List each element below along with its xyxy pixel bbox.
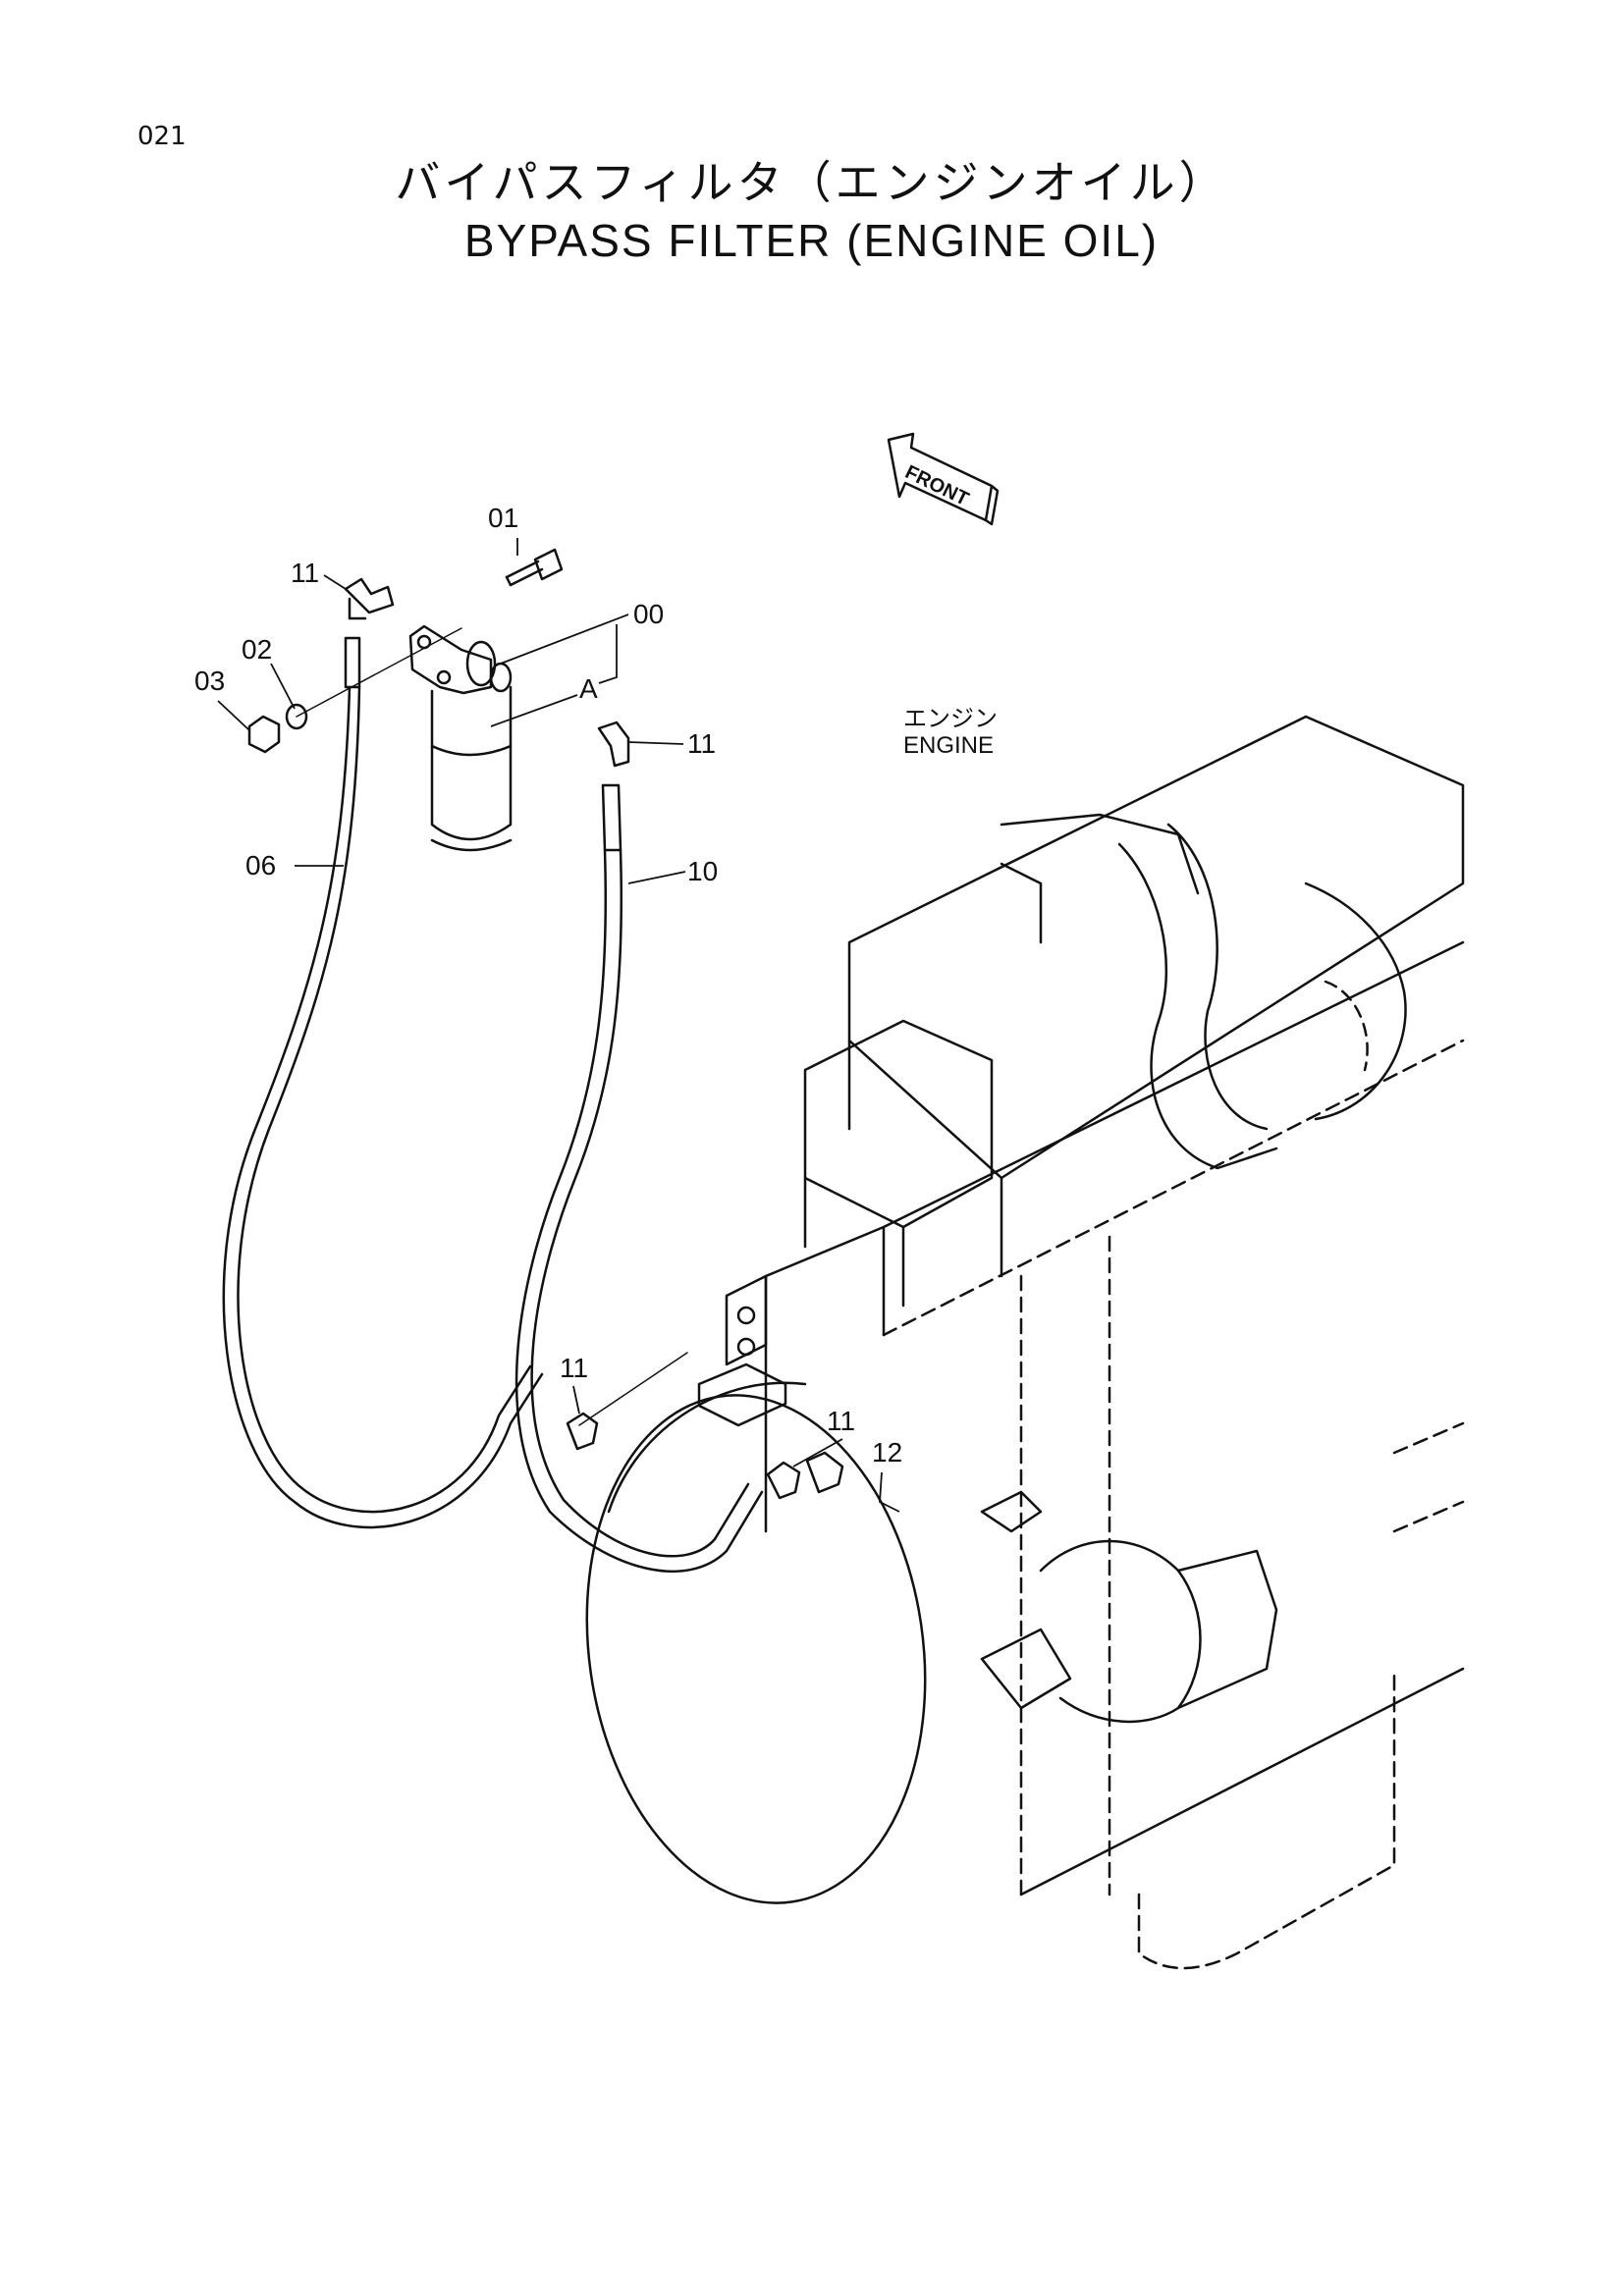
bypass-filter-assembly [408, 624, 513, 852]
page-title-japanese: バイパスフィルタ（エンジンオイル） [395, 156, 1228, 209]
hose-06 [222, 636, 544, 1529]
bolt-01 [505, 548, 564, 587]
callout-11-top: 11 [291, 558, 320, 588]
callout-06: 06 [245, 850, 277, 881]
connector-12 [805, 1451, 844, 1494]
callout-01: 01 [488, 503, 519, 533]
callout-11-lower-left: 11 [560, 1353, 589, 1383]
callout-02: 02 [242, 634, 273, 665]
elbow-fitting-11-lower-left [566, 1412, 599, 1451]
callout-03: 03 [194, 666, 226, 696]
callout-12: 12 [872, 1437, 903, 1468]
elbow-fitting-11-top [344, 577, 395, 620]
callout-10: 10 [687, 856, 719, 886]
page-number: 021 [137, 122, 187, 151]
hose-10 [514, 783, 764, 1573]
callout-11-right: 11 [687, 728, 717, 759]
elbow-fitting-11-right [597, 721, 630, 768]
page-title-english: BYPASS FILTER (ENGINE OIL) [463, 215, 1160, 266]
callout-A: A [579, 673, 598, 704]
nut-03 [247, 715, 281, 754]
engine-label-japanese: エンジン [903, 705, 998, 732]
engine-block-drawing [585, 715, 1465, 1970]
front-arrow-icon [887, 432, 1000, 526]
callout-11-lower-right: 11 [827, 1406, 856, 1436]
callout-00: 00 [633, 599, 665, 629]
engine-label-english: ENGINE [903, 732, 995, 759]
washer-02 [285, 703, 308, 730]
elbow-fitting-11-lower-right [766, 1461, 801, 1500]
